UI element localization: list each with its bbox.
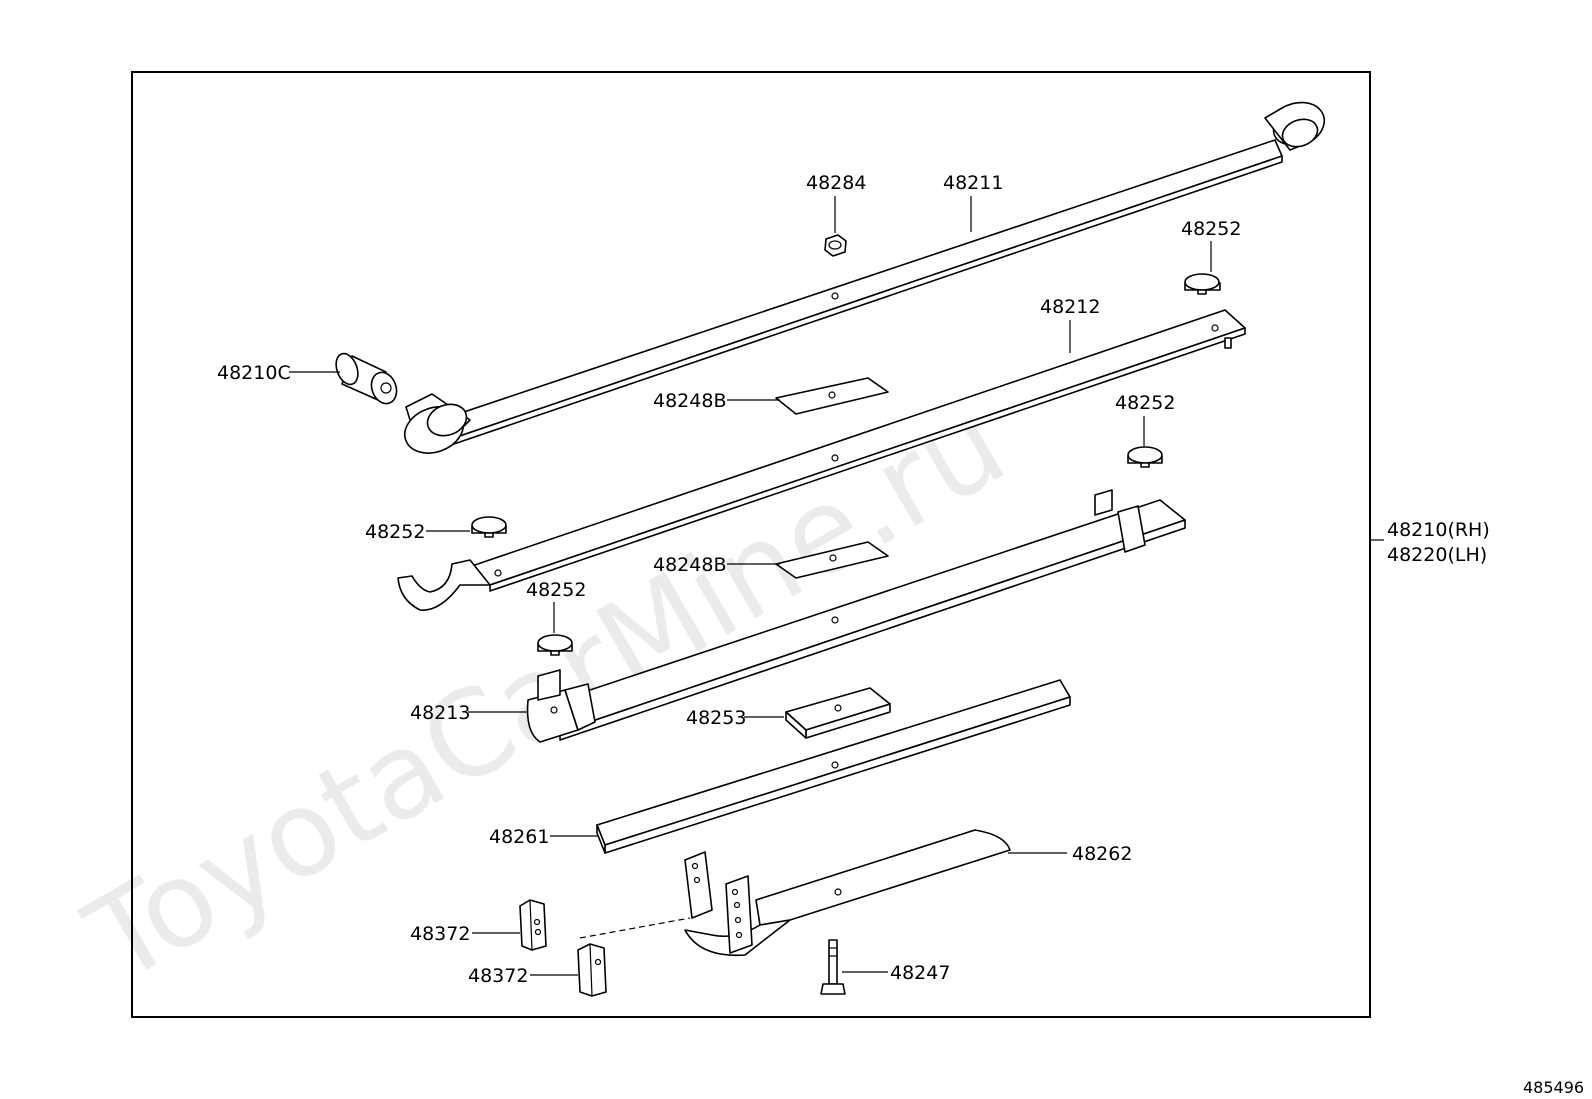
clip-48372-a[interactable] (519, 899, 547, 951)
leaf-48212[interactable] (397, 309, 1246, 611)
figure-number: 485496 (1523, 1078, 1584, 1097)
label-48253[interactable]: 48253 (686, 707, 746, 729)
leaf-48261[interactable] (596, 679, 1071, 854)
plate-48253[interactable] (785, 687, 891, 739)
clip-48372-b[interactable] (577, 943, 607, 997)
diagram-frame (131, 71, 1371, 1018)
label-48247[interactable]: 48247 (890, 962, 950, 984)
assembly-label-lh[interactable]: 48220(LH) (1387, 544, 1487, 566)
leaf-48262[interactable] (684, 829, 1011, 957)
label-48252-b[interactable]: 48252 (1115, 392, 1175, 414)
label-48261[interactable]: 48261 (489, 826, 549, 848)
label-48284[interactable]: 48284 (806, 172, 866, 194)
plate-48248b-b[interactable] (775, 541, 889, 579)
label-48252-a[interactable]: 48252 (1181, 218, 1241, 240)
label-48372-a[interactable]: 48372 (410, 923, 470, 945)
label-48212[interactable]: 48212 (1040, 296, 1100, 318)
label-48211[interactable]: 48211 (943, 172, 1003, 194)
plate-48248b-a[interactable] (775, 377, 889, 415)
label-48210c[interactable]: 48210C (217, 362, 291, 384)
assembly-label-rh[interactable]: 48210(RH) (1387, 519, 1490, 541)
cap-48252-d[interactable] (537, 634, 573, 656)
leaf-48213[interactable] (526, 489, 1186, 743)
bushing-48210c[interactable] (332, 351, 401, 408)
label-48262[interactable]: 48262 (1072, 843, 1132, 865)
cap-48252-b[interactable] (1127, 446, 1163, 468)
alignment-dashed-line (579, 917, 691, 939)
label-48248b-a[interactable]: 48248B (653, 390, 726, 412)
label-48252-d[interactable]: 48252 (526, 579, 586, 601)
label-48252-c[interactable]: 48252 (365, 521, 425, 543)
bolt-48247[interactable] (820, 939, 846, 995)
cap-48252-a[interactable] (1184, 273, 1221, 295)
label-48213[interactable]: 48213 (410, 702, 470, 724)
main-leaf-48211[interactable] (398, 101, 1326, 461)
label-48248b-b[interactable]: 48248B (653, 554, 726, 576)
label-48372-b[interactable]: 48372 (468, 965, 528, 987)
cap-48252-c[interactable] (471, 516, 507, 538)
nut-48284[interactable] (824, 234, 847, 257)
